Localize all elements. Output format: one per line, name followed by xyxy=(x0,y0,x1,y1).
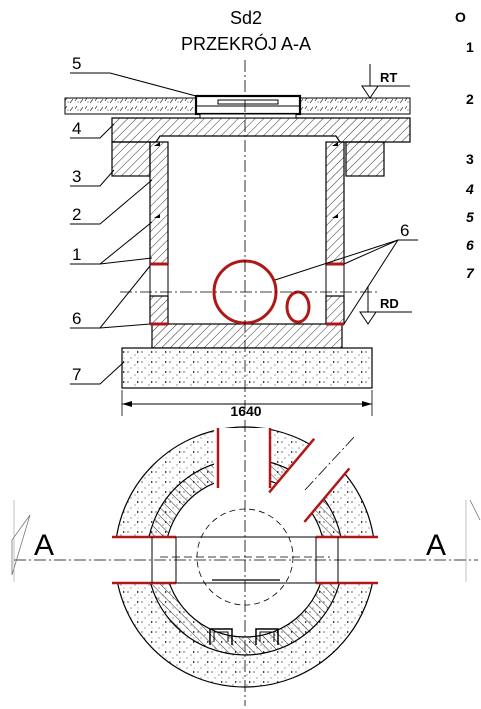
cover-grate xyxy=(217,99,279,105)
bottom-slab xyxy=(151,323,343,349)
legend-item-2: 2 xyxy=(466,91,474,107)
cover-slab xyxy=(111,117,411,143)
dimension-label: 1640 xyxy=(230,403,261,419)
callout-5: 5 xyxy=(72,54,81,73)
ground-left xyxy=(64,97,201,115)
wall-right xyxy=(325,141,345,265)
wall-left xyxy=(149,141,169,265)
callout-2: 2 xyxy=(72,205,81,224)
callout-6-left: 6 xyxy=(72,309,81,328)
callout-1: 1 xyxy=(72,245,81,264)
drawing-name: Sd2 xyxy=(230,8,262,28)
section-label-left: A xyxy=(34,529,54,562)
callout-4: 4 xyxy=(72,119,81,138)
callout-3: 3 xyxy=(72,167,81,186)
plan-view: A A xyxy=(11,420,481,706)
legend-item-1: 1 xyxy=(466,39,474,55)
dimension-width: 1640 xyxy=(121,390,373,419)
legend-item-6: 6 xyxy=(466,237,474,253)
level-rd: RD xyxy=(359,286,412,325)
support-ring-left xyxy=(111,141,151,177)
section-title: PRZEKRÓJ A-A xyxy=(181,33,311,54)
callout-6-right: 6 xyxy=(400,221,409,240)
level-rt: RT xyxy=(361,64,410,99)
support-ring-right xyxy=(345,141,385,177)
level-rt-label: RT xyxy=(380,70,397,85)
ground-right xyxy=(297,97,411,115)
legend-item-3: 3 xyxy=(466,151,474,167)
section-view: RT RD 5 4 3 2 1 6 xyxy=(64,54,418,419)
legend: O 1 2 3 4 5 6 7 xyxy=(455,9,475,281)
concrete-footing xyxy=(121,347,373,389)
callout-7: 7 xyxy=(72,365,81,384)
side-pipe xyxy=(285,290,311,324)
section-marker-right: A xyxy=(426,499,481,582)
level-rd-label: RD xyxy=(380,296,399,311)
section-label-right: A xyxy=(426,529,446,562)
legend-item-4: 4 xyxy=(465,181,474,197)
section-marker-left: A xyxy=(11,500,54,582)
legend-item-5: 5 xyxy=(466,209,474,225)
manhole-cover xyxy=(194,94,302,116)
legend-header: O xyxy=(455,9,466,25)
legend-item-7: 7 xyxy=(466,265,475,281)
